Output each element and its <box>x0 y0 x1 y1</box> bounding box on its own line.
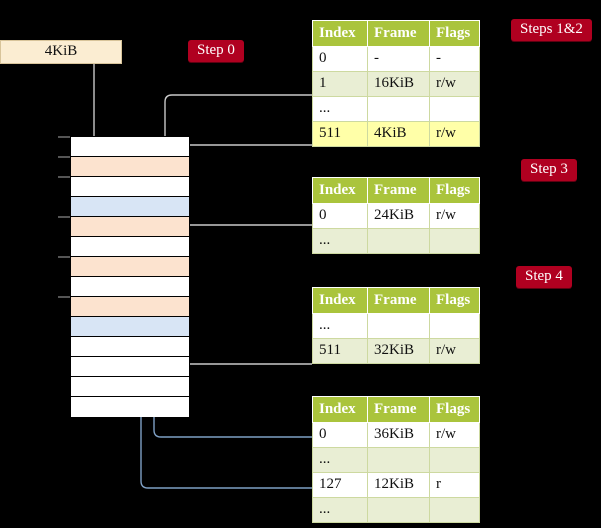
memory-frame-tick <box>58 216 70 218</box>
page-table-header-index: Index <box>312 287 368 314</box>
page-table-cell: 511 <box>312 337 368 364</box>
page-table-cell: - <box>429 45 480 72</box>
page-table-cell <box>429 496 480 523</box>
page-table-row: ... <box>312 227 480 254</box>
page-table-cell <box>367 312 430 339</box>
page-table-cell <box>429 446 480 473</box>
page-table-header-index: Index <box>312 396 368 423</box>
virtual-address-box: 4KiB <box>0 40 122 64</box>
page-table-cell <box>429 95 480 122</box>
memory-frame-row <box>71 217 189 237</box>
page-table-cell <box>367 446 430 473</box>
page-table-header-flags: Flags <box>429 20 480 47</box>
page-table-cell: 0 <box>312 45 368 72</box>
page-table-cell: ... <box>312 95 368 122</box>
page-table-cell: 12KiB <box>367 471 430 498</box>
memory-frame-row <box>71 337 189 357</box>
page-table-header-flags: Flags <box>429 177 480 204</box>
memory-frame-row <box>71 177 189 197</box>
page-table-cell: - <box>367 45 430 72</box>
page-table-cell: r/w <box>429 120 480 147</box>
memory-frame-row <box>71 357 189 377</box>
page-table-cell: 36KiB <box>367 421 430 448</box>
page-table-row: 0-- <box>312 45 480 72</box>
badge-step-3: Step 3 <box>521 159 577 181</box>
memory-frame-tick <box>58 256 70 258</box>
page-table-row: ... <box>312 312 480 339</box>
page-table-cell <box>429 227 480 254</box>
memory-frame-row <box>71 397 189 417</box>
page-table-cell: 0 <box>312 202 368 229</box>
memory-frame-tick <box>58 296 70 298</box>
page-table-cell <box>367 227 430 254</box>
memory-frame-row <box>71 237 189 257</box>
page-table-cell: r/w <box>429 337 480 364</box>
page-table-header-index: Index <box>312 20 368 47</box>
page-table-cell: ... <box>312 227 368 254</box>
memory-frame-row <box>71 197 189 217</box>
page-table-cell: r <box>429 471 480 498</box>
page-table-header-frame: Frame <box>367 20 430 47</box>
memory-frame-row <box>71 297 189 317</box>
memory-frame-row <box>71 157 189 177</box>
page-table-cell: 32KiB <box>367 337 430 364</box>
page-table-cell: 24KiB <box>367 202 430 229</box>
memory-frame-tick <box>58 176 70 178</box>
page-table-row: ... <box>312 496 480 523</box>
page-table-cell: r/w <box>429 421 480 448</box>
memory-frame-row <box>71 277 189 297</box>
page-table-cell: r/w <box>429 70 480 97</box>
page-table-row: ... <box>312 446 480 473</box>
wire-level3-row0-to-memory <box>176 224 312 274</box>
page-table-cell: 511 <box>312 120 368 147</box>
page-table-header-index: Index <box>312 177 368 204</box>
page-table-cell: 127 <box>312 471 368 498</box>
page-table-header-frame: Frame <box>367 177 430 204</box>
page-table-cell: 1 <box>312 70 368 97</box>
memory-frame-row <box>71 317 189 337</box>
virtual-address-label: 4KiB <box>44 43 78 59</box>
memory-frame-row <box>71 137 189 157</box>
page-table-cell: ... <box>312 312 368 339</box>
page-table-header-flags: Flags <box>429 396 480 423</box>
memory-frame-row <box>71 377 189 397</box>
memory-frame-tick <box>58 156 70 158</box>
badge-steps-1-2: Steps 1&2 <box>511 19 592 41</box>
page-table-cell <box>429 312 480 339</box>
page-table-cell: 4KiB <box>367 120 430 147</box>
page-table-header-frame: Frame <box>367 287 430 314</box>
badge-step-4: Step 4 <box>516 266 572 288</box>
page-table-header-flags: Flags <box>429 287 480 314</box>
wire-level4-row511 <box>176 144 312 153</box>
page-table-header-frame: Frame <box>367 396 430 423</box>
memory-frame-tick <box>58 136 70 138</box>
page-table-cell <box>367 95 430 122</box>
page-table-cell: r/w <box>429 202 480 229</box>
page-table-cell: ... <box>312 496 368 523</box>
page-table-row: ... <box>312 95 480 122</box>
memory-frame-row <box>71 257 189 277</box>
page-table-cell: ... <box>312 446 368 473</box>
physical-memory-column <box>70 136 190 417</box>
page-table-cell: 16KiB <box>367 70 430 97</box>
badge-step-0: Step 0 <box>188 40 244 62</box>
page-table-cell: 0 <box>312 421 368 448</box>
page-table-cell <box>367 496 430 523</box>
wire-level2-row511-to-memory <box>171 316 312 365</box>
